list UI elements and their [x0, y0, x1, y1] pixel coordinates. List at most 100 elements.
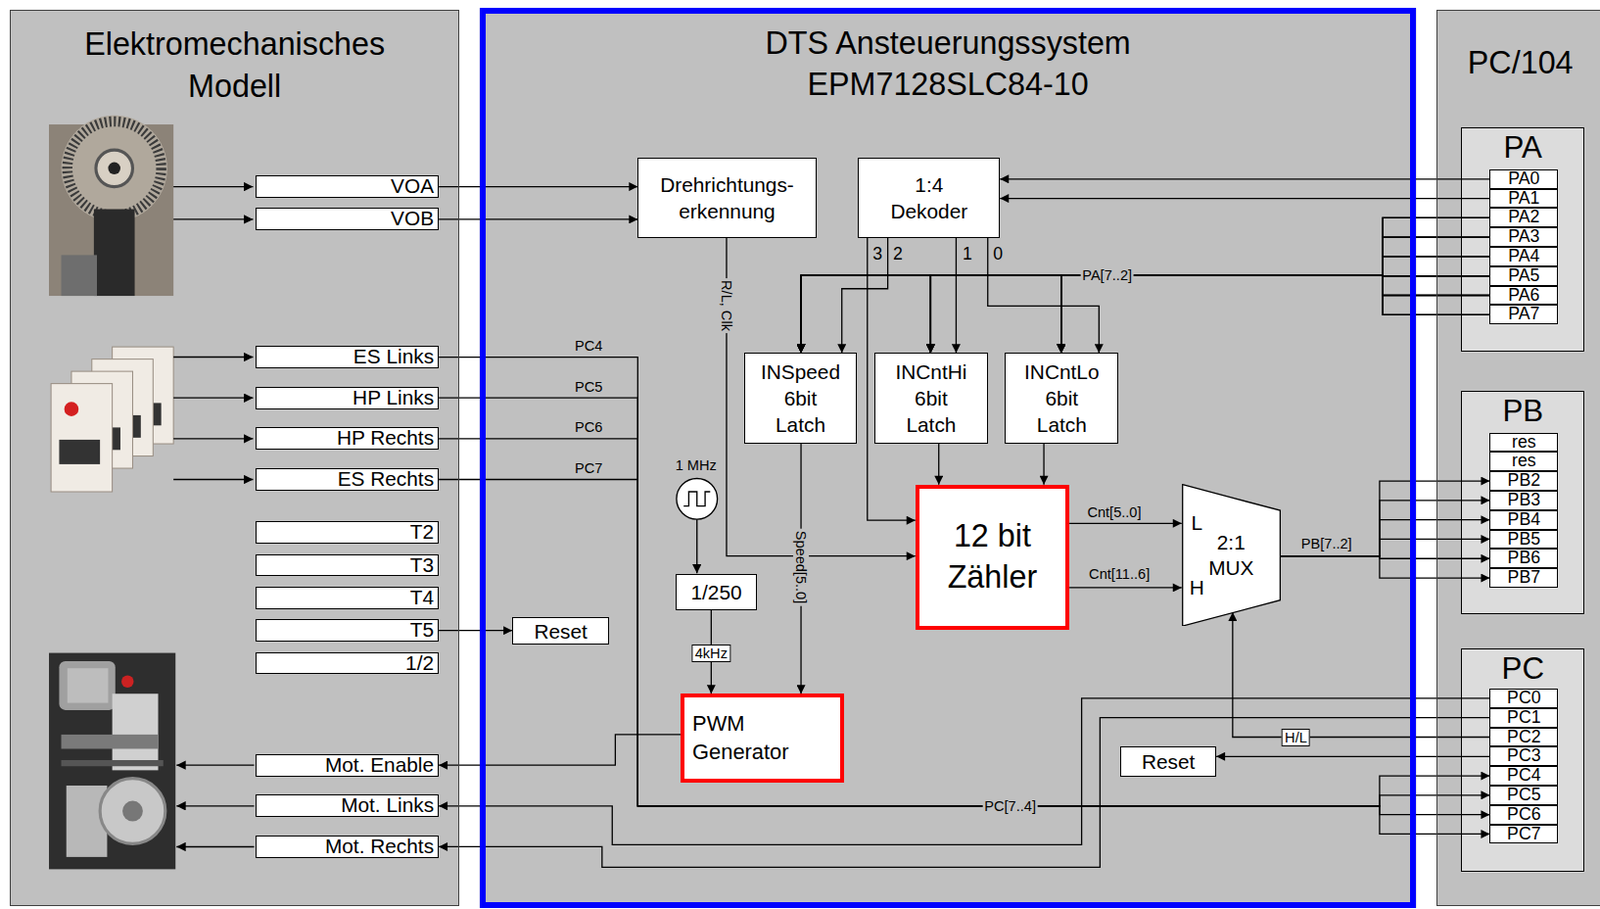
- node-text: PWM Generator: [692, 709, 789, 765]
- node-text: T3: [410, 555, 434, 576]
- output-number: 0: [990, 245, 1005, 265]
- port-pin: PC5: [1489, 785, 1558, 805]
- node-text: Mot. Links: [340, 795, 434, 816]
- encoder-sensor: [94, 209, 136, 297]
- signal-box: VOB: [255, 207, 440, 231]
- signal-connector: [1061, 275, 1491, 353]
- node-text: PA4: [1507, 247, 1540, 266]
- signal-connector: [438, 438, 1490, 815]
- signal-connector: [930, 275, 1490, 353]
- latch-block: INCntHi 6bit Latch: [874, 352, 989, 444]
- node-text: VOB: [390, 208, 434, 230]
- node-text: PC3: [1506, 747, 1541, 765]
- signal-connector: [1280, 480, 1491, 557]
- node-text: PA2: [1507, 208, 1540, 227]
- node-text: PC/104: [1467, 42, 1574, 85]
- node-text: T2: [410, 521, 434, 543]
- node-text: Elektromechanisches Modell: [84, 23, 385, 107]
- node-text: HP Rechts: [336, 427, 434, 449]
- node-text: PC5: [1506, 786, 1541, 804]
- motor-cap: [67, 667, 109, 703]
- leader-arrow: [173, 437, 253, 439]
- node-text: INSpeed 6bit Latch: [760, 358, 841, 438]
- node-text: T5: [410, 619, 434, 641]
- node-text: VOA: [390, 176, 434, 197]
- node-text: PC4: [1506, 766, 1541, 785]
- node-text: PB: [1461, 393, 1584, 428]
- node-text: INCntHi 6bit Latch: [894, 358, 967, 438]
- port-pin: PA2: [1489, 207, 1558, 228]
- clock-wire: [696, 518, 698, 573]
- edge-label: Cnt[5..0]: [1084, 504, 1143, 520]
- encoder-shaft: [107, 162, 121, 175]
- motor-photo: [48, 653, 176, 870]
- node-text: ES Links: [353, 346, 434, 368]
- node-text: PB7: [1507, 568, 1541, 587]
- leader-arrow: [176, 763, 254, 765]
- edge-label: H/L: [1281, 727, 1311, 746]
- signal-connector: [1061, 256, 1491, 353]
- node-text: Mot. Rechts: [325, 836, 434, 857]
- counter-block: 12 bit Zähler: [915, 484, 1070, 630]
- node-text: PB5: [1507, 530, 1541, 549]
- leader-arrow: [173, 186, 253, 188]
- signal-connector: [438, 186, 638, 188]
- latch-block: INCntLo 6bit Latch: [1004, 352, 1119, 444]
- panel-ground: [1436, 9, 1600, 905]
- clock-wave: [683, 491, 710, 507]
- signal-connector: [1280, 556, 1491, 578]
- decoder-block: 1:4 Dekoder: [857, 157, 1000, 237]
- node-text: INCntLo 6bit Latch: [1024, 358, 1099, 438]
- leader-arrow: [176, 846, 254, 848]
- reset-block: Reset: [512, 616, 610, 645]
- node-text: PC: [1461, 651, 1584, 686]
- model-panel: Elektromechanisches ModellVOA VOB ES Links…: [9, 9, 460, 905]
- port-pin: PB7: [1489, 567, 1558, 588]
- signal-connector: [1216, 755, 1490, 757]
- node-text: DTS Ansteuerungssystem: [485, 22, 1412, 65]
- port-pin: PA7: [1489, 304, 1558, 325]
- motor-bracket: [112, 693, 159, 770]
- signal-connector: [438, 698, 1490, 845]
- port-group: PBresresPB2PB3PB4PB5PB6PB7: [1460, 390, 1585, 614]
- port-pin: res: [1489, 451, 1558, 471]
- multiplexer-polygon: [1181, 483, 1280, 625]
- node-text: PA5: [1507, 267, 1540, 285]
- signal-connector: [800, 275, 1490, 353]
- logic-block: Drehrichtungs- erkennung: [637, 157, 816, 237]
- motor-led: [121, 674, 135, 687]
- signal-connector: [842, 237, 889, 354]
- signal-box: T5: [255, 618, 440, 642]
- node-text: Mot. Enable: [325, 754, 434, 776]
- signal-box: ES Links: [255, 345, 440, 369]
- motor-axle: [122, 800, 143, 822]
- motor-rail: [61, 734, 159, 750]
- node-text: 1/250: [690, 579, 742, 605]
- encoder-hub: [95, 149, 134, 187]
- signal-connector: [1061, 217, 1491, 353]
- leader-arrow: [173, 397, 253, 399]
- node-text: ES Rechts: [337, 469, 434, 490]
- divider-block: 1/250: [675, 573, 757, 610]
- bus-label: PA[7..2]: [1080, 267, 1134, 283]
- signal-box: T2: [255, 520, 440, 544]
- signal-connector: [800, 275, 1490, 353]
- signal-connector: [438, 218, 638, 220]
- signal-connector: [938, 443, 940, 485]
- signal-box: Mot. Links: [255, 794, 440, 817]
- signal-connector: [1061, 275, 1491, 353]
- leader-arrow: [176, 804, 254, 806]
- node-text: res: [1511, 433, 1537, 452]
- signal-connector: [955, 237, 957, 354]
- signal-connector: [930, 236, 1490, 353]
- signal-box: HP Rechts: [255, 426, 440, 450]
- port-pin: PA0: [1489, 169, 1558, 189]
- port-pin: PB4: [1489, 510, 1558, 530]
- node-text: 1:4 Dekoder: [890, 171, 968, 225]
- port-ground: [1460, 390, 1585, 614]
- signal-box: ES Rechts: [255, 468, 440, 491]
- edge-label: Cnt[11..6]: [1086, 565, 1152, 582]
- node-text: 2:1 MUX: [1208, 529, 1254, 581]
- node-text: res: [1511, 452, 1537, 471]
